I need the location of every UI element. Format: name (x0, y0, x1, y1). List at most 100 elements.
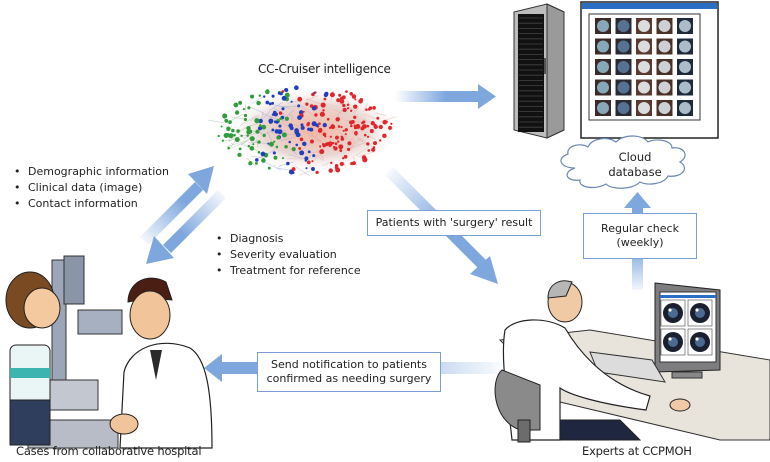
network-node (379, 139, 382, 142)
network-node (275, 120, 279, 124)
network-node (297, 96, 303, 102)
list-item: Diagnosis (216, 231, 361, 247)
hospital-caption: Cases from collaborative hospital (16, 444, 202, 458)
network-link (261, 111, 270, 121)
network-link (277, 165, 282, 168)
network-node (249, 146, 255, 151)
network-link (311, 133, 322, 142)
network-link (375, 112, 386, 116)
network-node (314, 113, 318, 117)
network-node (382, 133, 387, 139)
network-link (307, 154, 311, 161)
network-node (281, 157, 285, 160)
eye-pupil (597, 20, 609, 32)
network-node (378, 124, 383, 130)
network-node (376, 116, 380, 120)
list-item: Demographic information (14, 164, 169, 180)
network-node (326, 141, 330, 146)
network-node (345, 90, 348, 93)
network-node (354, 131, 358, 135)
network-node (309, 139, 314, 144)
network-link (363, 113, 376, 119)
network-node (353, 124, 356, 127)
network-node (224, 118, 229, 123)
network-node (276, 135, 280, 140)
network-link (239, 115, 257, 126)
network-node (265, 89, 270, 94)
network-link (316, 149, 325, 160)
network-link (352, 138, 355, 148)
network-node (372, 141, 378, 146)
network-node (342, 157, 345, 160)
network-node (225, 133, 230, 138)
network-node (248, 161, 253, 166)
eye-pupil (617, 20, 630, 32)
network-node (366, 142, 370, 146)
arrow-ai-to-hospital (146, 190, 226, 264)
network-node (260, 151, 266, 157)
network-link (233, 130, 246, 140)
network-node (365, 108, 368, 111)
network-node (353, 104, 358, 109)
image-grid-window (580, 1, 719, 139)
network-node (238, 100, 243, 105)
eye-pupil (679, 40, 691, 53)
eye-pupil (658, 81, 671, 94)
regular-check-box: Regular check (weekly) (583, 213, 697, 259)
network-node (306, 123, 310, 127)
arrow-ai-to-server (395, 84, 496, 109)
network-node (254, 118, 260, 124)
network-link (289, 147, 297, 155)
network-node (228, 120, 232, 124)
network-node (278, 124, 282, 128)
network-link (274, 108, 285, 115)
network-node (306, 160, 311, 165)
network-node (304, 156, 309, 161)
network-link (280, 135, 299, 142)
eye-pupil (658, 20, 671, 32)
eye-pupil (679, 61, 691, 73)
network-node (255, 129, 260, 134)
network-link (288, 154, 305, 159)
network-node (267, 166, 271, 170)
network-node (320, 102, 326, 108)
network-node (267, 142, 270, 145)
network-node (234, 110, 240, 115)
network-node (363, 133, 367, 137)
network-node (291, 167, 296, 171)
network-node (350, 109, 353, 112)
eye-pupil (658, 102, 671, 114)
regular-check-line1: Regular check (601, 221, 679, 235)
network-node (290, 100, 293, 103)
network-link (355, 146, 370, 156)
network-node (367, 107, 371, 111)
network-node (243, 117, 248, 122)
network-node (346, 103, 350, 106)
network-node (268, 141, 274, 147)
cloud-label-line1: Cloud (618, 150, 652, 164)
network-node (371, 147, 376, 152)
network-node (366, 124, 370, 128)
cloud-label-line2: database (608, 165, 662, 179)
network-node (330, 124, 336, 130)
network-node (322, 109, 325, 112)
network-node (299, 137, 304, 142)
network-node (220, 125, 223, 128)
surgery-result-box: Patients with 'surgery' result (367, 210, 541, 236)
network-node (318, 122, 321, 126)
network-node (328, 144, 332, 148)
notification-box: Send notification to patients confirmed … (257, 352, 441, 392)
network-link (306, 95, 319, 101)
network-link (379, 116, 397, 123)
network-node (307, 150, 311, 154)
expert-workstation-illustration (494, 280, 770, 443)
network-link (343, 161, 346, 167)
network-node (349, 91, 353, 96)
network-node (288, 123, 293, 129)
network-link (345, 119, 365, 123)
network-node (313, 91, 316, 94)
network-node (339, 161, 344, 167)
network-link (256, 139, 259, 148)
network-link (262, 160, 282, 171)
network-node (334, 142, 338, 146)
